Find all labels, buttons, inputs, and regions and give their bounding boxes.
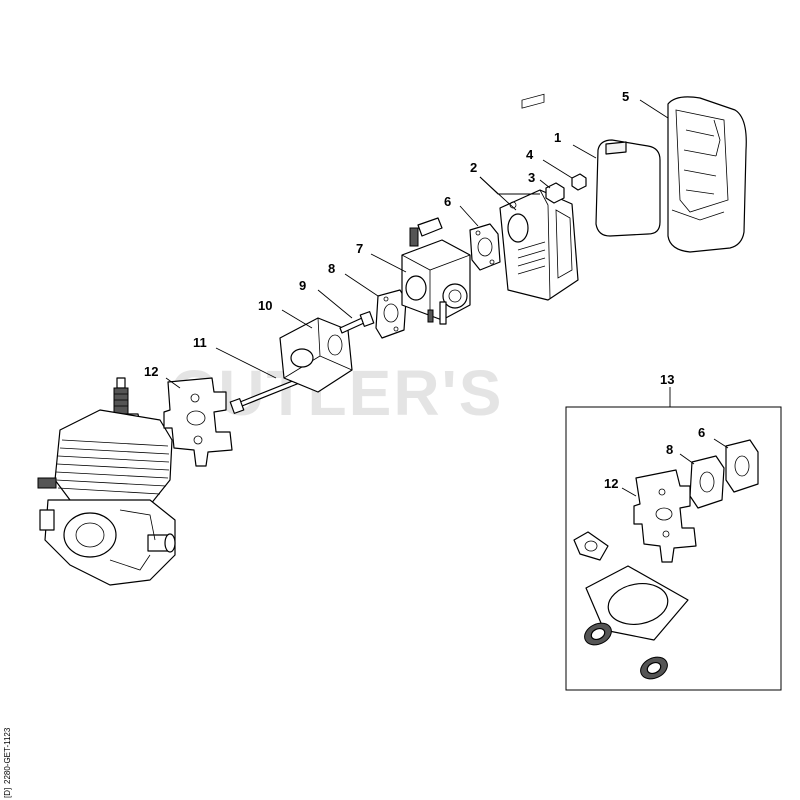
kit-callout-8: 8 — [666, 442, 673, 457]
gasket-8 — [375, 289, 407, 339]
gasket-kit-box — [565, 406, 782, 691]
nut-3 — [545, 182, 565, 204]
callout-6: 6 — [444, 194, 451, 209]
callout-4: 4 — [526, 147, 534, 162]
engine-cylinder-illustration — [37, 377, 176, 586]
callout-10: 10 — [258, 298, 272, 313]
callout-13: 13 — [660, 372, 674, 387]
callout-1: 1 — [554, 130, 561, 145]
screw-9 — [339, 311, 375, 334]
gasket-6 — [469, 223, 501, 271]
gasket-plate-12 — [163, 377, 233, 467]
kit-parts — [573, 439, 759, 680]
callout-3: 3 — [528, 170, 535, 185]
air-filter-1 — [595, 139, 661, 237]
callout-5: 5 — [622, 89, 629, 104]
air-filter-base-2 — [499, 93, 579, 301]
callout-7: 7 — [356, 241, 363, 256]
callout-9: 9 — [299, 278, 306, 293]
leader-lines — [165, 99, 729, 497]
carburetor-7 — [401, 217, 471, 325]
reference-tag: [D] — [3, 788, 12, 798]
long-bolt-11 — [229, 377, 303, 414]
kit-callout-12: 12 — [604, 476, 618, 491]
callout-8: 8 — [328, 261, 335, 276]
callouts: 1 2 3 4 5 6 7 8 9 10 11 12 13 6 8 12 — [144, 89, 705, 491]
intake-manifold-10 — [279, 317, 353, 393]
callout-2: 2 — [470, 160, 477, 175]
nut-4 — [571, 173, 587, 191]
filter-cover-5 — [667, 96, 747, 253]
callout-11: 11 — [193, 335, 207, 350]
reference-code: 2280-GET-1123 — [3, 727, 12, 784]
kit-callout-6: 6 — [698, 425, 705, 440]
callout-12: 12 — [144, 364, 158, 379]
